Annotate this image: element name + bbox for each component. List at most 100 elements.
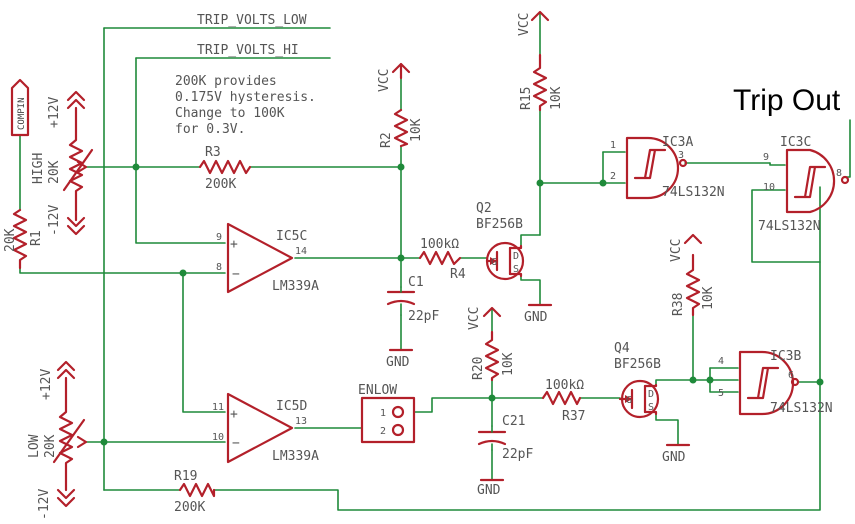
q2-part: BF256B	[476, 217, 523, 232]
ic3a-part: 74LS132N	[662, 185, 725, 200]
wires	[19, 11, 851, 511]
junction-dot	[488, 394, 496, 402]
ic3b-pin-out: 6	[788, 370, 794, 381]
comparator-ic5d: + − 11 10 13 IC5D LM339A	[212, 392, 319, 464]
pot-high-neg-supply: -12V	[47, 205, 62, 236]
r2-value: 10K	[409, 118, 424, 142]
ic5d-part: LM339A	[272, 449, 319, 464]
ic3c-part: 74LS132N	[758, 219, 821, 234]
pot-high-value: 20K	[47, 160, 62, 184]
r38-value: 10K	[701, 286, 716, 310]
pot-low-pos-supply: +12V	[39, 369, 54, 400]
r20-name: R20	[471, 357, 486, 380]
r37-name: R37	[562, 409, 585, 424]
ic5c-part: LM339A	[272, 279, 319, 294]
r4-name: R4	[450, 267, 466, 282]
ic3a-name: IC3A	[662, 135, 693, 150]
c21-gnd-label: GND	[477, 483, 501, 498]
junction-dot	[132, 163, 140, 171]
resistor-r38: VCC R38 10K	[669, 233, 716, 317]
q2-gnd-label: GND	[524, 310, 548, 325]
resistor-r15: VCC R15 10K	[517, 10, 564, 112]
ic3b-part: 74LS132N	[770, 401, 833, 416]
r38-vcc-label: VCC	[669, 239, 684, 262]
ic5c-name: IC5C	[276, 229, 307, 244]
ic3b-pin-in1: 4	[718, 356, 724, 367]
resistor-r4: 100kΩ R4	[418, 237, 466, 282]
junction-dot	[179, 269, 187, 277]
net-label-trip-out: Trip Out	[733, 84, 841, 117]
nand-gate-ic3b: 4 5 6 IC3B 74LS132N	[718, 349, 833, 416]
junction-dot	[397, 163, 405, 171]
r38-name: R38	[671, 293, 686, 316]
ic5c-pin-neg: 8	[216, 262, 222, 273]
compin-label: COMPIN	[17, 97, 27, 130]
ic5d-pin-neg: 10	[212, 432, 224, 443]
capacitor-c21: C21 22pF GND	[477, 414, 533, 498]
resistor-r1: 20K R1	[3, 208, 44, 270]
pot-high-name: HIGH	[31, 153, 46, 184]
ic3a-pin-in2: 2	[610, 171, 616, 182]
enlow-pin2: 2	[380, 426, 386, 437]
net-label-trip-volts-hi: TRIP_VOLTS_HI	[197, 43, 299, 58]
transistor-q2: G D S Q2 BF256B GND	[476, 201, 553, 325]
pot-low-name: LOW	[27, 434, 42, 458]
connector-enlow: 1 2 ENLOW	[358, 383, 416, 444]
r15-vcc-label: VCC	[517, 13, 532, 36]
ic3b-pin-in2: 5	[718, 388, 724, 399]
q4-gnd-label: GND	[662, 450, 686, 465]
q2-pin-g: G	[491, 257, 497, 268]
junction-dot	[599, 179, 607, 187]
r1-value: 20K	[3, 228, 18, 252]
c1-value: 22pF	[408, 309, 439, 324]
junction-dot	[706, 376, 714, 384]
junction-dot	[397, 254, 405, 262]
compin-port: COMPIN	[10, 78, 30, 137]
resistor-r37: 100kΩ R37	[541, 378, 585, 424]
ic3a-pin-in1: 1	[610, 140, 616, 151]
enlow-name: ENLOW	[358, 383, 397, 398]
junction-dot	[536, 179, 544, 187]
note-line: 200K provides	[175, 74, 277, 89]
capacitor-c1: C1 22pF GND	[386, 275, 439, 370]
ic3c-pin-in1: 9	[763, 152, 769, 163]
junction-dot	[816, 378, 824, 386]
ic5d-plus-sign: +	[230, 407, 238, 422]
r15-value: 10K	[549, 86, 564, 110]
r15-name: R15	[519, 87, 534, 110]
q4-pin-d: D	[648, 389, 654, 400]
comparator-ic5c: + − 9 8 14 IC5C LM339A	[216, 222, 319, 294]
ic5d-pin-out: 13	[295, 416, 307, 427]
note-line: 0.175V hysteresis.	[175, 90, 316, 105]
hysteresis-note: 200K provides 0.175V hysteresis. Change …	[175, 74, 316, 137]
enlow-pin1: 1	[380, 408, 386, 419]
q4-pin-s: S	[648, 402, 654, 413]
transistor-q4: G D S Q4 BF256B GND	[614, 341, 691, 465]
ic5c-minus-sign: −	[232, 267, 240, 282]
r2-vcc-label: VCC	[377, 69, 392, 92]
junctions	[100, 163, 824, 446]
r3-name: R3	[205, 145, 221, 160]
ic3c-pin-out: 8	[836, 168, 842, 179]
ic5c-pin-out: 14	[295, 246, 307, 257]
ic3a-pin-out: 3	[678, 150, 684, 161]
pot-high: +12V -12V HIGH 20K	[31, 90, 94, 236]
q2-pin-d: D	[513, 251, 519, 262]
c21-value: 22pF	[502, 447, 533, 462]
q2-name: Q2	[476, 201, 492, 216]
c1-gnd-label: GND	[386, 355, 410, 370]
r37-value: 100kΩ	[545, 378, 584, 393]
pot-low: +12V -12V LOW 20K	[27, 360, 88, 520]
r20-vcc-label: VCC	[467, 307, 482, 330]
r2-name: R2	[379, 132, 394, 148]
r20-value: 10K	[501, 352, 516, 376]
ic3c-name: IC3C	[780, 135, 811, 150]
resistor-r3: R3 200K	[198, 145, 252, 192]
nand-gate-ic3a: 1 2 3 IC3A 74LS132N	[610, 135, 725, 200]
q4-pin-g: G	[626, 395, 632, 406]
ic5c-pin-pos: 9	[216, 232, 222, 243]
r1-name: R1	[29, 230, 44, 246]
junction-dot	[100, 438, 108, 446]
junction-dot	[689, 376, 697, 384]
